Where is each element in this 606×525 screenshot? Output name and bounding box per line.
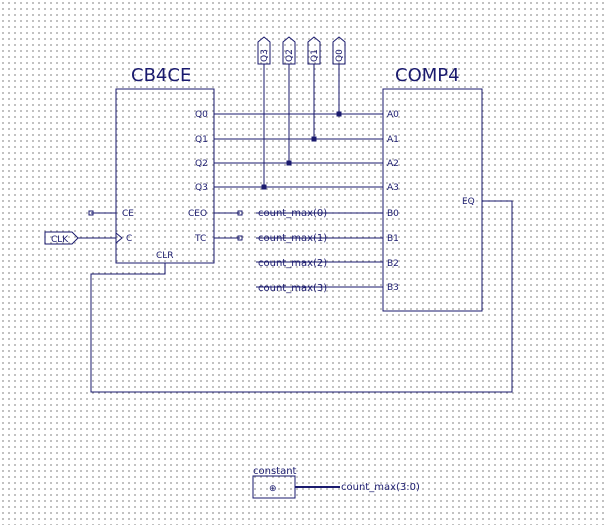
comp4-pin-b2: B2: [387, 259, 399, 269]
bus-tap-q3-shape: [257, 36, 271, 65]
net-label-count-max-2: count_max(2): [258, 258, 327, 269]
bus-tap-q1-label: Q1: [310, 49, 320, 62]
clk-port-label: CLK: [51, 235, 69, 245]
count-max-wires[interactable]: count_max(0) count_max(1) count_max(2) c…: [256, 208, 383, 294]
cb4ce-pin-q2: Q2: [195, 159, 208, 169]
comp4-title: COMP4: [395, 65, 460, 86]
cb4ce-pin-tc: TC: [194, 234, 206, 244]
constant-title: constant: [253, 466, 297, 477]
bus-tap-q1-shape: [307, 36, 321, 65]
q-to-a-wires[interactable]: [214, 113, 383, 188]
junction-dot-q0: [336, 111, 342, 117]
clock-edge-marker: [115, 232, 123, 244]
cb4ce-title: CB4CE: [131, 65, 191, 86]
net-label-count-max-0: count_max(0): [258, 208, 327, 219]
comp4-pin-b3: B3: [387, 283, 399, 293]
junction-dot-q1: [311, 136, 317, 142]
bus-tap-q0[interactable]: Q0: [332, 36, 346, 65]
bus-tap-q2[interactable]: Q2: [282, 36, 296, 65]
tc-open-marker: [237, 235, 243, 241]
net-label-count-max-3: count_max(3): [258, 283, 327, 294]
cb4ce-pin-q0: Q0: [195, 110, 208, 120]
bus-tap-q0-label: Q0: [335, 49, 345, 62]
junction-dot-q2: [286, 160, 292, 166]
comp4-pin-a0: A0: [387, 110, 399, 120]
cb4ce-pin-clr: CLR: [156, 251, 174, 261]
comp4-pin-a2: A2: [387, 159, 399, 169]
wire-eq-to-clr[interactable]: [90, 200, 513, 393]
constant-block[interactable]: constant ⊕ count_max(3:0): [252, 466, 420, 499]
cb4ce-pin-c: C: [126, 234, 132, 244]
bus-tap-q2-label: Q2: [285, 49, 295, 62]
cb4ce-pin-q1: Q1: [195, 135, 208, 145]
comp4-block[interactable]: COMP4 A0 A1 A2 A3 B0 B1 B2 B3 EQ: [382, 65, 483, 312]
comp4-pin-eq: EQ: [462, 197, 475, 207]
comp4-pin-a3: A3: [387, 183, 399, 193]
cb4ce-pin-ceo: CEO: [188, 209, 207, 219]
comp4-body[interactable]: [382, 88, 483, 312]
ceo-open-marker: [237, 210, 243, 216]
unconnected-pins[interactable]: [88, 210, 243, 241]
comp4-pin-b1: B1: [387, 234, 399, 244]
clk-port-shape: [44, 231, 79, 245]
bus-tap-q3-label: Q3: [260, 49, 270, 62]
junction-dot-q3: [261, 184, 267, 190]
cb4ce-pin-q3: Q3: [195, 183, 208, 193]
bus-tap-q0-shape: [332, 36, 346, 65]
clk-input-port[interactable]: CLK: [44, 231, 116, 245]
constant-net-label: count_max(3:0): [341, 482, 420, 493]
cb4ce-block[interactable]: CB4CE Q0 Q1 Q2 Q3 CE C CEO TC CLR: [115, 65, 215, 264]
bus-tap-q2-shape: [282, 36, 296, 65]
bus-tap-labels[interactable]: Q3 Q2 Q1 Q0: [257, 36, 346, 65]
cb4ce-pin-ce: CE: [122, 209, 134, 219]
bus-tap-q3[interactable]: Q3: [257, 36, 271, 65]
ce-open-marker: [88, 210, 94, 216]
net-label-count-max-1: count_max(1): [258, 233, 327, 244]
constant-symbol-icon: ⊕: [269, 484, 277, 494]
comp4-pin-a1: A1: [387, 135, 399, 145]
tap-wires[interactable]: [261, 64, 342, 190]
comp4-pin-b0: B0: [387, 209, 399, 219]
bus-tap-q1[interactable]: Q1: [307, 36, 321, 65]
